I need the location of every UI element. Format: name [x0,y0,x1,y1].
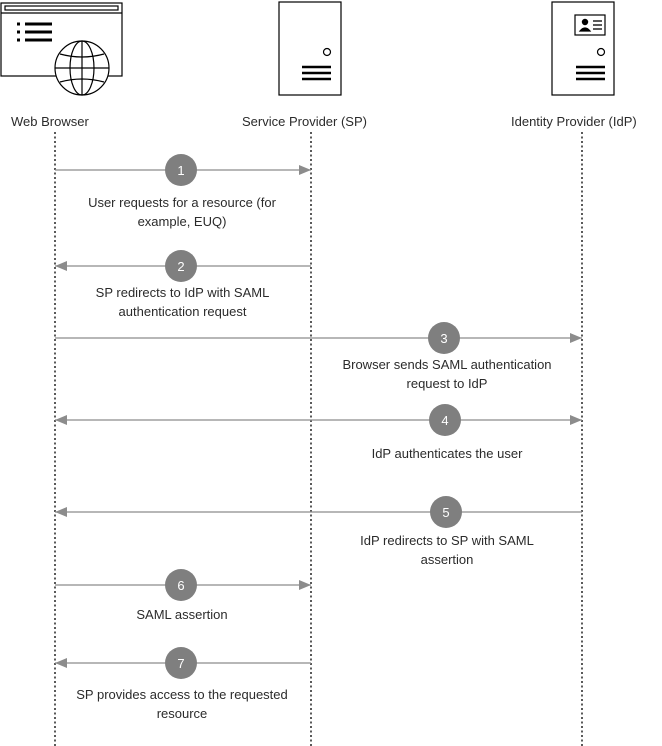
step-7-text: SP provides access to the requested reso… [76,687,288,721]
actor-label-sp: Service Provider (SP) [242,114,367,129]
browser-globe-icon [0,2,123,96]
step-6-badge: 6 [165,569,197,601]
step-6-text: SAML assertion [136,607,228,622]
step-4-number: 4 [441,413,448,428]
step-7-badge: 7 [165,647,197,679]
step-6-number: 6 [177,578,184,593]
step-3-badge: 3 [428,322,460,354]
server-icon [278,1,342,96]
step-4-arrow [55,415,582,425]
actor-label-idp: Identity Provider (IdP) [511,114,637,129]
step-1-badge: 1 [165,154,197,186]
step-5-number: 5 [442,505,449,520]
step-3-number: 3 [440,331,447,346]
identity-server-icon [551,1,615,96]
step-5-text: IdP redirects to SP with SAML assertion [360,533,534,567]
step-4-badge: 4 [429,404,461,436]
step-3-arrow [55,333,582,343]
step-4-text: IdP authenticates the user [371,446,523,461]
step-1-text: User requests for a resource (for exampl… [88,195,276,229]
step-3-text: Browser sends SAML authentication reques… [342,357,552,391]
actor-label-browser: Web Browser [11,114,89,129]
step-7-number: 7 [177,656,184,671]
step-5-arrow [55,507,582,517]
step-2-text: SP redirects to IdP with SAML authentica… [95,285,270,319]
step-2-number: 2 [177,259,184,274]
step-5-badge: 5 [430,496,462,528]
step-2-badge: 2 [165,250,197,282]
step-1-number: 1 [177,163,184,178]
